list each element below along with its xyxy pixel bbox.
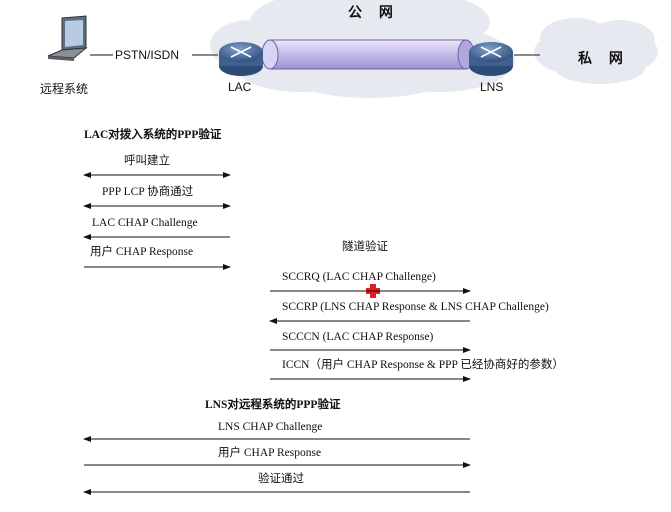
lns-label: LNS bbox=[480, 80, 504, 94]
phase3-title: LNS对远程系统的PPP验证 bbox=[205, 399, 341, 411]
phase1-arrows bbox=[83, 172, 231, 270]
remote-system-laptop-icon bbox=[47, 15, 88, 61]
phase2-step-sccrp: SCCRP (LNS CHAP Response & LNS CHAP Chal… bbox=[282, 301, 549, 313]
public-network-label: 公 网 bbox=[348, 5, 399, 21]
lac-label: LAC bbox=[228, 80, 252, 94]
phase1-step-response: 用户 CHAP Response bbox=[90, 246, 194, 258]
private-network-cloud bbox=[534, 18, 658, 84]
phase1-step-challenge: LAC CHAP Challenge bbox=[92, 217, 198, 229]
pstn-label: PSTN/ISDN bbox=[115, 48, 180, 62]
phase2-step-sccrq: SCCRQ (LAC CHAP Challenge) bbox=[282, 271, 436, 283]
phase2-title: 隧道验证 bbox=[342, 241, 388, 253]
phase3-arrows bbox=[83, 436, 471, 495]
phase3-step-response: 用户 CHAP Response bbox=[218, 447, 322, 459]
phase3-step-challenge: LNS CHAP Challenge bbox=[218, 421, 323, 433]
remote-system-label: 远程系统 bbox=[40, 82, 89, 96]
phase2-step-scccn: SCCCN (LAC CHAP Response) bbox=[282, 331, 434, 343]
lns-router-icon bbox=[469, 42, 513, 76]
private-network-label: 私 网 bbox=[578, 51, 629, 67]
phase1-step-lcp: PPP LCP 协商通过 bbox=[102, 186, 194, 198]
lac-router-icon bbox=[219, 42, 263, 76]
phase1-step-call: 呼叫建立 bbox=[124, 155, 170, 167]
phase2-arrows bbox=[269, 288, 471, 382]
phase3-step-pass: 验证通过 bbox=[258, 473, 304, 485]
phase2-step-iccn: ICCN（用户 CHAP Response & PPP 已经协商好的参数） bbox=[282, 359, 564, 371]
l2tp-tunnel bbox=[261, 39, 475, 70]
phase1-title: LAC对拨入系统的PPP验证 bbox=[84, 129, 222, 141]
